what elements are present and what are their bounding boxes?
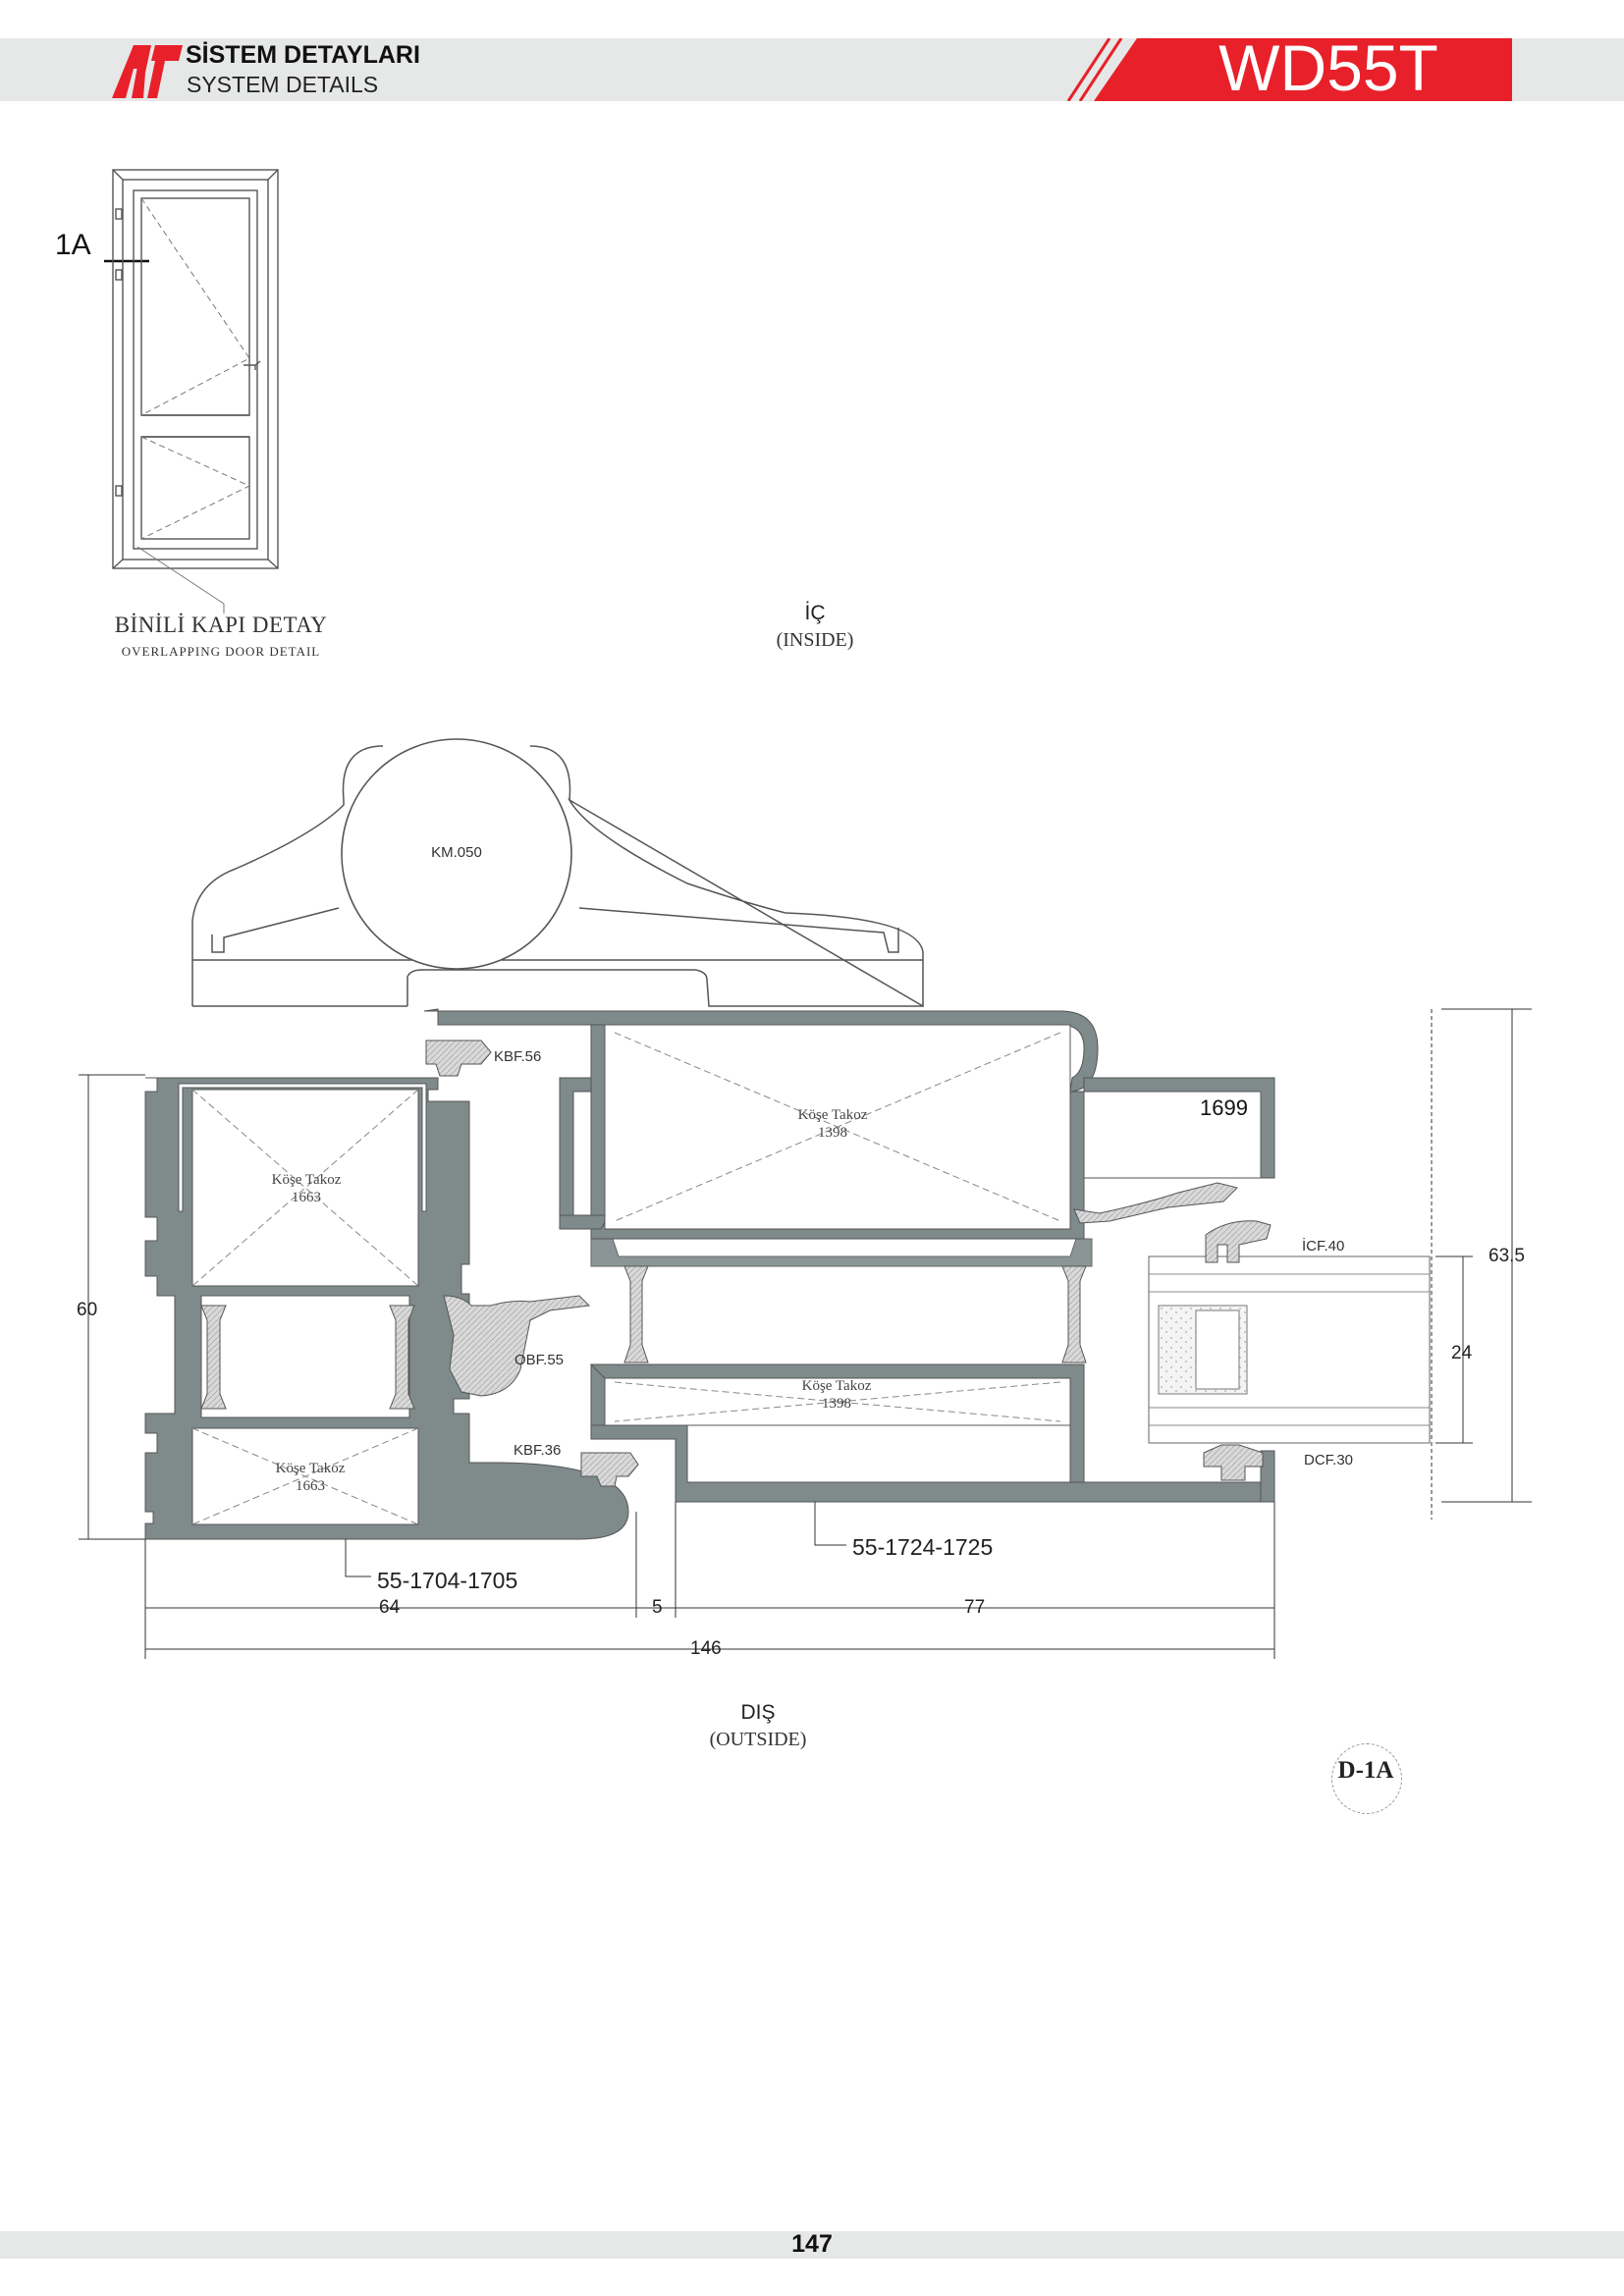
model-badge [1066,38,1512,101]
glass-unit [1148,1255,1431,1444]
sash-lower-chamber [604,1377,1071,1426]
kbf36-label: KBF.36 [514,1442,561,1459]
dim-gap: 5 [652,1597,663,1618]
sash-code-label: 55-1724-1725 [852,1534,993,1560]
kbf56-label: KBF.56 [494,1048,541,1065]
corner-block-name: Köşe Takoz [798,1107,868,1123]
inside-label-en: (INSIDE) [776,629,854,651]
detail-tag-circle [1331,1743,1402,1814]
sash-bead-wedge [1073,1182,1238,1224]
header-title-tr: SİSTEM DETAYLARI [186,41,420,69]
outside-label-tr: DIŞ [740,1701,776,1724]
icf40-label: İCF.40 [1302,1237,1344,1255]
dim-total: 146 [690,1638,722,1659]
sash-corner-block-lines [614,1032,1061,1422]
corner-block-code: 1398 [818,1125,847,1141]
corner-block-code: 1398 [822,1396,851,1412]
door-caption-tr: BİNİLİ KAPI DETAY [114,613,328,637]
outside-label-en: (OUTSIDE) [709,1729,807,1750]
sash-profile [423,1008,1275,1503]
corner-block-code: 1663 [296,1478,325,1494]
frame-thermal-break [200,1305,415,1410]
corner-block-name: Köşe Takoz [272,1172,342,1188]
detail-tag: D-1A [1337,1757,1394,1784]
dcf30-label: DCF.30 [1304,1452,1353,1468]
footer-bar [0,2231,1624,2259]
dim-glass: 24 [1451,1343,1473,1363]
obf55-label: OBF.55 [514,1352,564,1368]
gaskets [425,1040,1272,1487]
dim-frame-height: 60 [77,1300,97,1320]
dcf30-gasket [1203,1444,1264,1481]
dim-sash-width: 77 [964,1597,985,1618]
dimension-lines [79,1008,1532,1659]
header-title-en: SYSTEM DETAILS [187,72,379,97]
icf40-gasket [1205,1220,1272,1263]
kbf56-gasket [425,1040,492,1077]
dim-frame-width: 64 [379,1597,401,1618]
section-marker-label: 1A [55,229,91,261]
frame-corner-block-lines [191,1089,419,1525]
km050-hinge-barrel [341,738,572,970]
inside-label-tr: İÇ [804,602,826,624]
corner-block-code: 1663 [292,1190,321,1205]
corner-block-name: Köşe Takoz [276,1461,346,1476]
door-elevation-drawing [104,169,279,614]
frame-thermal-cavity [200,1295,410,1418]
kbf36-gasket [580,1452,639,1487]
model-code: WD55T [1218,31,1438,104]
sash-1699-bead [1083,1091,1262,1179]
brand-logo [112,45,183,98]
frame-code-label: 55-1704-1705 [377,1568,517,1593]
obf55-gasket [443,1295,591,1397]
profile-1699-label: 1699 [1200,1095,1248,1120]
corner-block-name: Köşe Takoz [802,1378,872,1394]
km050-label: KM.050 [431,844,482,861]
sash-thermal-break [623,1265,1087,1363]
door-caption-en: OVERLAPPING DOOR DETAIL [121,644,321,659]
km050-hinge [191,745,924,1008]
dim-sash-height: 63.5 [1489,1246,1525,1266]
page-number: 147 [791,2230,833,2258]
